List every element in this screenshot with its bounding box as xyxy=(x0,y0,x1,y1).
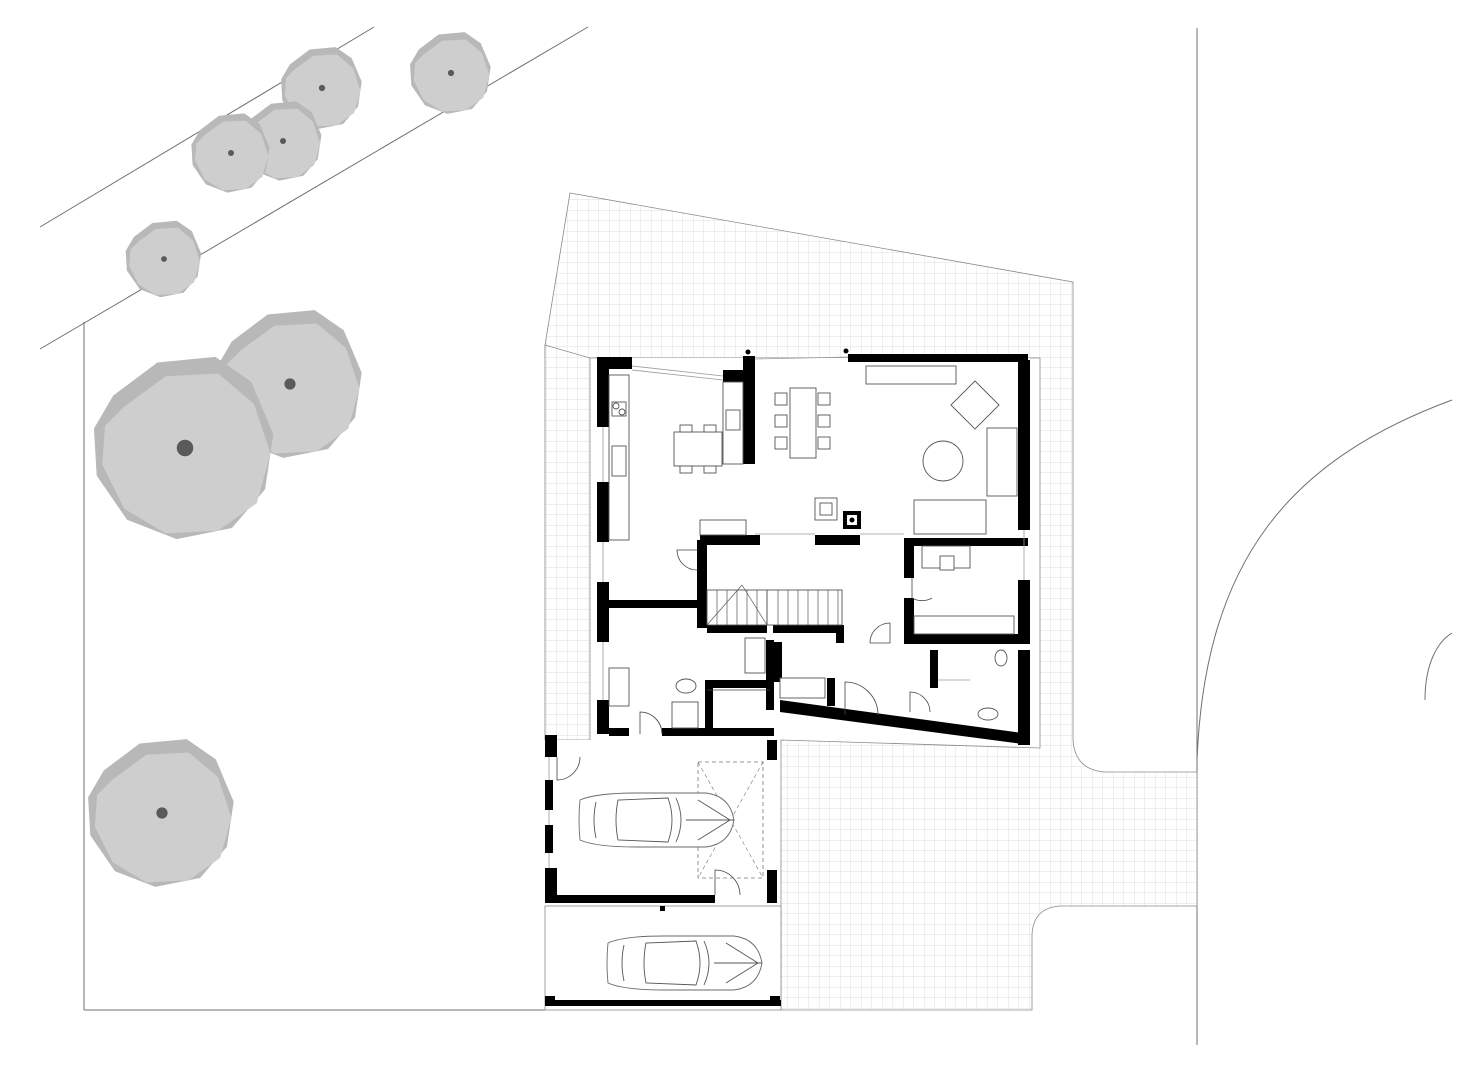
site-lines xyxy=(39,26,1453,1045)
tree-crown-icon xyxy=(125,220,202,298)
car-topview-icon xyxy=(578,792,735,848)
utility xyxy=(608,637,766,729)
trees xyxy=(88,32,491,887)
tree-crown-icon xyxy=(216,310,362,458)
doors xyxy=(556,549,933,896)
windows xyxy=(548,348,1025,868)
stair xyxy=(706,584,843,626)
walls xyxy=(545,354,1030,1006)
tree-crown-icon xyxy=(410,32,491,114)
study xyxy=(913,545,1015,635)
car-topview-icon xyxy=(606,935,763,991)
tree-crown-icon xyxy=(243,101,322,181)
terrace-paving xyxy=(544,192,1198,1011)
kitchen xyxy=(608,374,744,541)
living xyxy=(699,365,1018,536)
wc xyxy=(779,649,1008,721)
tree-crown-icon xyxy=(93,356,274,540)
dining xyxy=(774,387,831,459)
tree-crown-icon xyxy=(191,113,270,193)
tree-crown-icon xyxy=(88,739,234,887)
tree-crown-icon xyxy=(281,47,362,129)
